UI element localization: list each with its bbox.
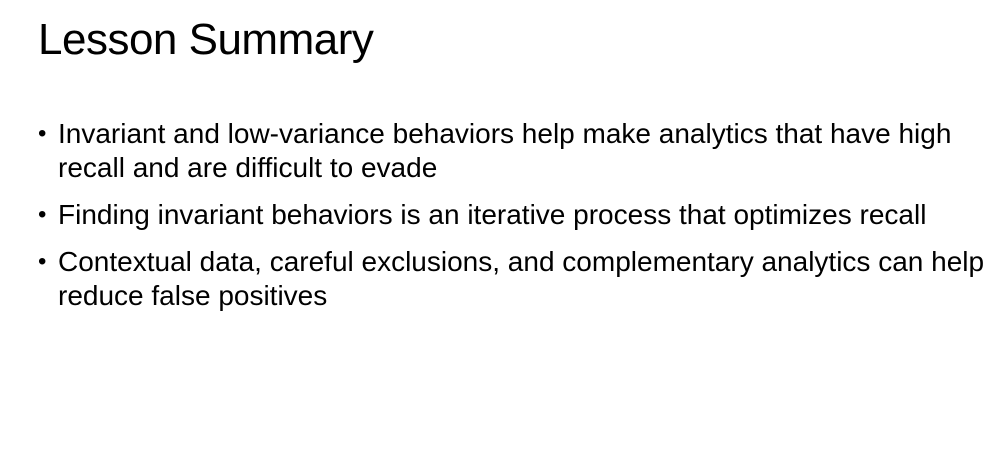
bullet-item: • Invariant and low-variance behaviors h… bbox=[38, 117, 988, 185]
bullet-dot-icon: • bbox=[38, 201, 47, 228]
bullet-dot-icon: • bbox=[38, 248, 47, 275]
bullet-item: • Finding invariant behaviors is an iter… bbox=[38, 198, 988, 232]
bullet-text: Finding invariant behaviors is an iterat… bbox=[58, 199, 927, 230]
slide-title: Lesson Summary bbox=[38, 15, 374, 64]
bullet-list: • Invariant and low-variance behaviors h… bbox=[38, 117, 988, 326]
bullet-text: Invariant and low-variance behaviors hel… bbox=[58, 118, 952, 183]
bullet-dot-icon: • bbox=[38, 120, 47, 147]
bullet-text: Contextual data, careful exclusions, and… bbox=[58, 246, 985, 311]
bullet-item: • Contextual data, careful exclusions, a… bbox=[38, 245, 988, 313]
